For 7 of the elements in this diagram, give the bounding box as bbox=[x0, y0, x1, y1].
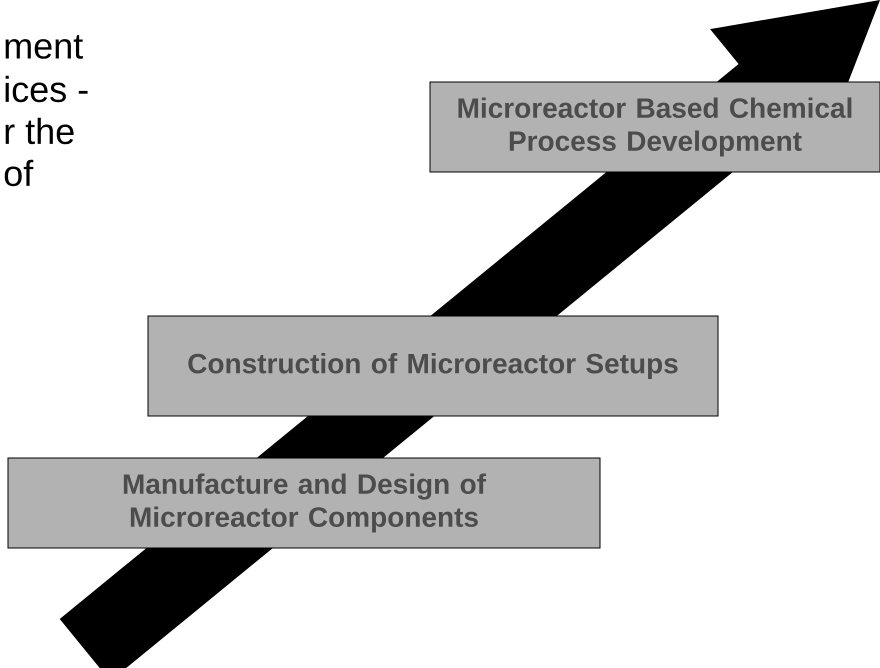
title-fragment: of bbox=[4, 160, 34, 186]
stage-box: Construction of Microreactor Setups bbox=[148, 316, 718, 416]
title-fragment: r the bbox=[6, 118, 74, 144]
title-fragment: ment bbox=[6, 35, 83, 59]
stage-box: Manufacture and Design of Microreactor Components bbox=[8, 458, 600, 548]
stage-box: Microreactor Based Chemical Process Development bbox=[430, 82, 880, 172]
title-fragment: ices - bbox=[6, 76, 88, 102]
